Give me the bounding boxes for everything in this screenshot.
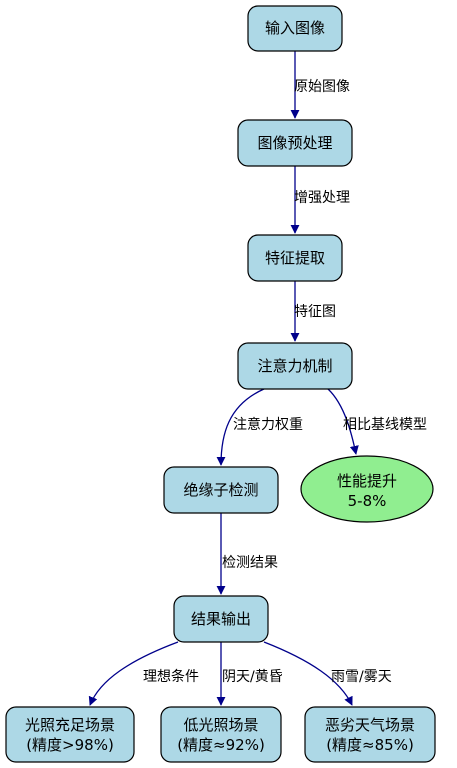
edge-attention-detect: [216, 388, 265, 466]
node-feature: 特征提取: [247, 234, 343, 282]
edge-output-scene3: [263, 641, 353, 706]
node-scene1: 光照充足场景 (精度>98%): [5, 706, 135, 763]
edge-label-e9: 雨雪/雾天: [331, 669, 392, 685]
node-scene3-line1: 恶劣天气场景: [325, 716, 415, 734]
node-detect-label: 绝缘子检测: [183, 481, 258, 499]
edge-label-e4: 注意力权重: [233, 416, 303, 433]
node-scene3: 恶劣天气场景 (精度≈85%): [304, 706, 436, 763]
node-scene2-line2: (精度≈92%): [177, 736, 265, 754]
node-perf-line2: 5-8%: [348, 492, 387, 510]
node-output-label: 结果输出: [191, 610, 251, 628]
node-scene1-line1: 光照充足场景: [25, 716, 115, 734]
node-perf: 性能提升 5-8%: [300, 455, 434, 523]
node-scene2: 低光照场景 (精度≈92%): [160, 706, 282, 763]
edge-label-e5: 相比基线模型: [343, 416, 427, 433]
node-output: 结果输出: [173, 595, 269, 643]
node-scene1-line2: (精度>98%): [26, 736, 114, 754]
nodes: 输入图像 图像预处理 特征提取 注意力机制 性能提升 5-8% 绝缘子检测 结果…: [5, 5, 436, 763]
edge-label-e8: 阴天/黄昏: [222, 668, 283, 685]
edge-label-e1: 原始图像: [294, 79, 350, 95]
edge-labels: 原始图像 增强处理 特征图 注意力权重 相比基线模型 检测结果 理想条件 阴天/…: [143, 79, 427, 685]
node-preprocess: 图像预处理: [237, 119, 353, 167]
node-detect: 绝缘子检测: [163, 466, 279, 514]
node-feature-label: 特征提取: [265, 249, 325, 267]
edge-label-e2: 增强处理: [294, 190, 350, 206]
edge-attention-perf: [327, 388, 359, 455]
edges: [88, 51, 359, 706]
edge-label-e3: 特征图: [294, 304, 336, 320]
edge-label-e6: 检测结果: [222, 555, 278, 571]
node-scene3-line2: (精度≈85%): [326, 736, 414, 754]
node-scene2-line1: 低光照场景: [183, 716, 258, 734]
node-input: 输入图像: [247, 5, 343, 52]
edge-output-scene1: [88, 641, 179, 706]
node-input-label: 输入图像: [265, 19, 325, 37]
node-attention-label: 注意力机制: [257, 357, 332, 375]
node-attention: 注意力机制: [237, 342, 353, 390]
edge-label-e7: 理想条件: [143, 668, 199, 685]
node-preprocess-label: 图像预处理: [257, 134, 332, 152]
node-perf-line1: 性能提升: [337, 472, 397, 490]
